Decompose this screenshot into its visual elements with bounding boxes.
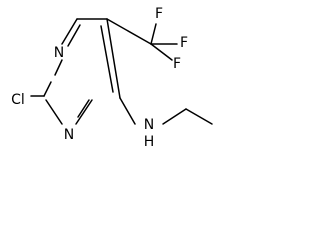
atom-labels: N N Cl N H F F F [11, 6, 188, 149]
bond-c6-n1 [61, 18, 78, 45]
atom-n-bottom: N [64, 127, 74, 143]
ring-bonds [43, 18, 121, 125]
bond-ethyl-2 [185, 108, 213, 125]
atom-cl: Cl [11, 92, 25, 108]
bond-cf3-f-top [150, 23, 157, 45]
atom-f-right: F [180, 35, 188, 51]
substituent-bonds [30, 18, 213, 125]
molecule-structure: N N Cl N H F F F [11, 6, 213, 149]
bond-n3-c4 [75, 99, 93, 125]
atom-f-mid: F [173, 56, 181, 72]
atom-nh-h: H [144, 134, 155, 149]
bond-cf3-f-mid [150, 43, 173, 61]
bond-n1-c2-upper [54, 59, 63, 76]
atom-nh-n: N [144, 117, 154, 133]
bond-c6-n1-inner [67, 24, 81, 47]
atom-f-top: F [155, 6, 163, 22]
bond-c4-c5 [106, 18, 121, 99]
bond-c4-n [119, 97, 136, 125]
bond-c2-n3 [45, 99, 63, 125]
bond-c5-cf3 [106, 18, 152, 45]
bond-n1-c2 [43, 81, 52, 97]
bond-c4-c5-inner [100, 25, 114, 93]
bond-n3-c4-inner [77, 99, 90, 118]
bond-n-ethyl-1 [162, 108, 187, 125]
atom-n-top: N [54, 45, 64, 61]
